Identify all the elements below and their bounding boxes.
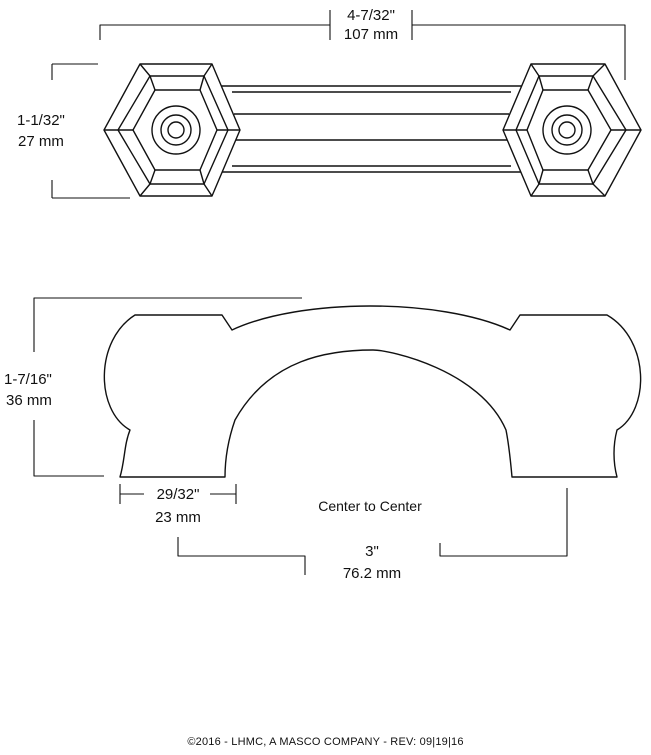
base-height-dimension	[51, 63, 130, 199]
post-width-dimension	[119, 484, 237, 504]
top-view-handle	[103, 63, 642, 197]
base-height-metric: 27 mm	[18, 133, 64, 151]
post-width-imperial: 29/32"	[156, 486, 200, 504]
projection-metric: 36 mm	[6, 392, 52, 410]
center-to-center-dimension	[177, 488, 568, 575]
overall-length-dimension	[99, 10, 626, 80]
right-hex-post	[502, 63, 642, 197]
copyright-footer: ©2016 - LHMC, A MASCO COMPANY - REV: 09|…	[187, 736, 464, 748]
projection-dimension	[33, 297, 302, 477]
left-hex-post	[103, 63, 241, 197]
overall-length-imperial: 4-7/32"	[347, 7, 395, 25]
post-width-metric: 23 mm	[155, 509, 201, 527]
handle-profile	[103, 305, 642, 478]
center-to-center-metric: 76.2 mm	[342, 565, 402, 583]
center-to-center-title: Center to Center	[318, 497, 422, 515]
overall-length-metric: 107 mm	[343, 26, 399, 44]
center-to-center-imperial: 3"	[365, 543, 379, 561]
handle-bar	[217, 85, 526, 173]
base-height-imperial: 1-1/32"	[17, 112, 65, 130]
projection-imperial: 1-7/16"	[4, 371, 52, 389]
side-view-handle	[103, 305, 642, 478]
